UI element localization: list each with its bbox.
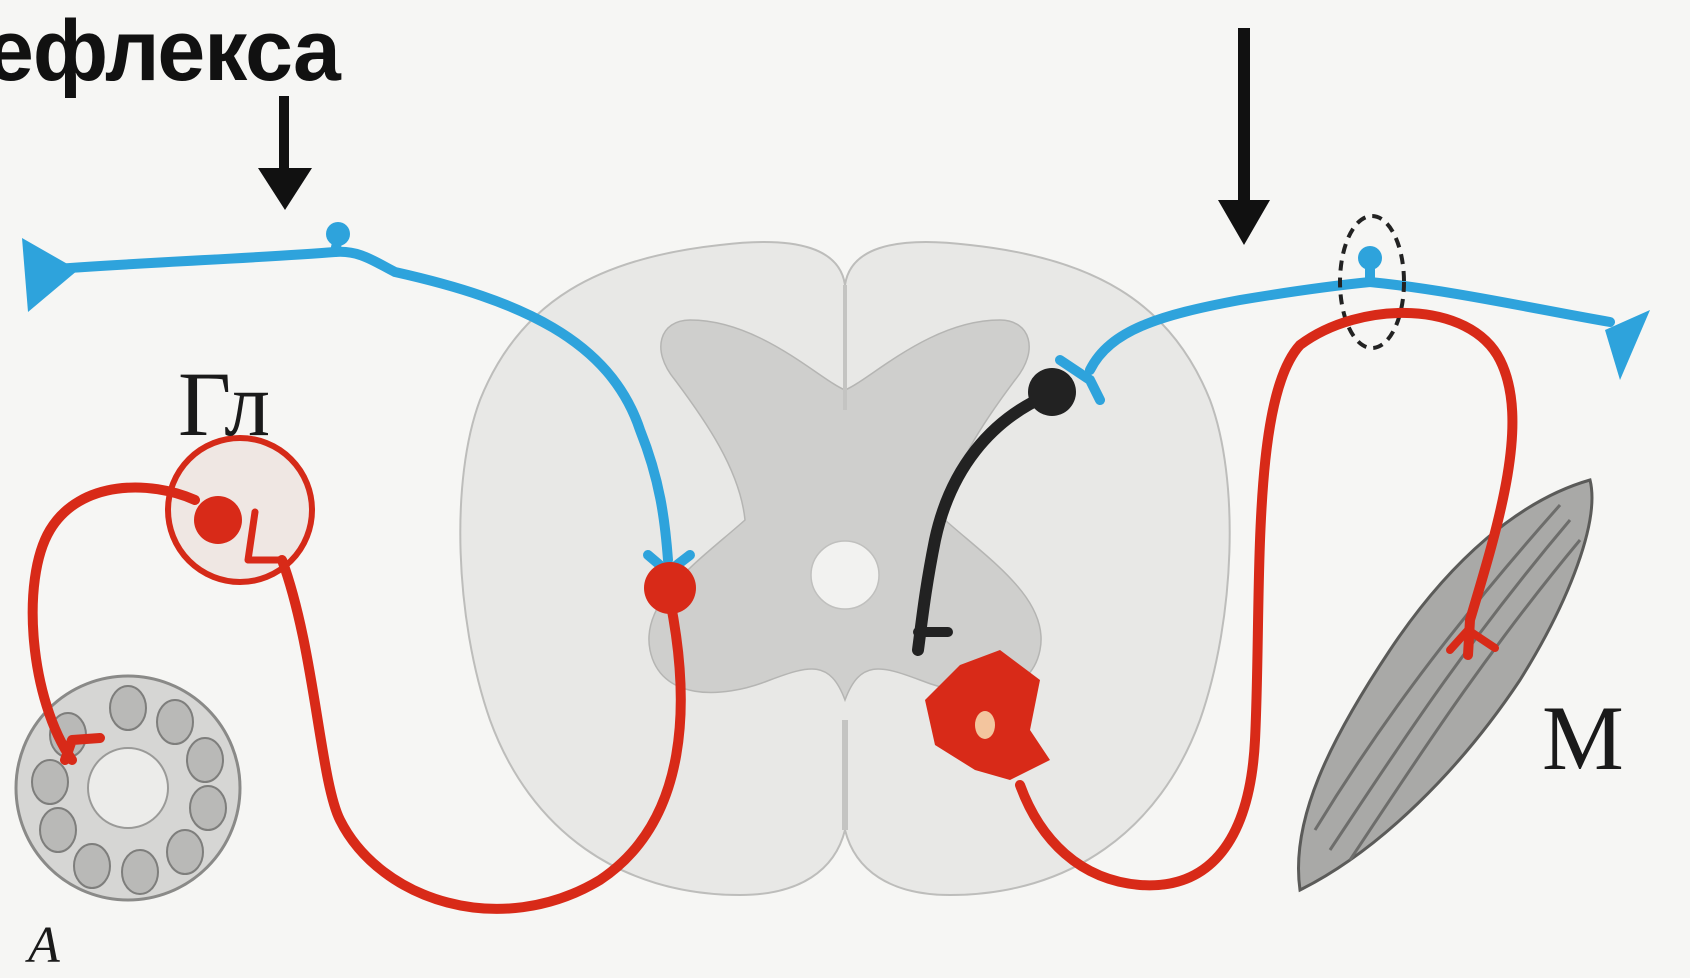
gland-ganglion-ring bbox=[168, 438, 312, 582]
gland-label: Гл bbox=[178, 358, 270, 450]
gland-target bbox=[168, 438, 312, 582]
receptor-left-tip bbox=[22, 238, 78, 312]
panel-label: А bbox=[28, 920, 60, 972]
muscle-label: М bbox=[1542, 692, 1624, 784]
ganglion-neuron-body bbox=[194, 496, 242, 544]
muscle-target bbox=[1298, 480, 1591, 890]
motor-neuron-body-left bbox=[644, 562, 696, 614]
down-arrow-icon bbox=[258, 96, 312, 210]
sensory-neuron-body-left bbox=[326, 222, 350, 246]
figure-title: ефлекса bbox=[0, 8, 340, 94]
sensory-neuron-body-right bbox=[1358, 246, 1382, 270]
gland-lumen bbox=[88, 748, 168, 828]
central-canal bbox=[811, 541, 879, 609]
down-arrow-icon bbox=[1218, 28, 1270, 245]
